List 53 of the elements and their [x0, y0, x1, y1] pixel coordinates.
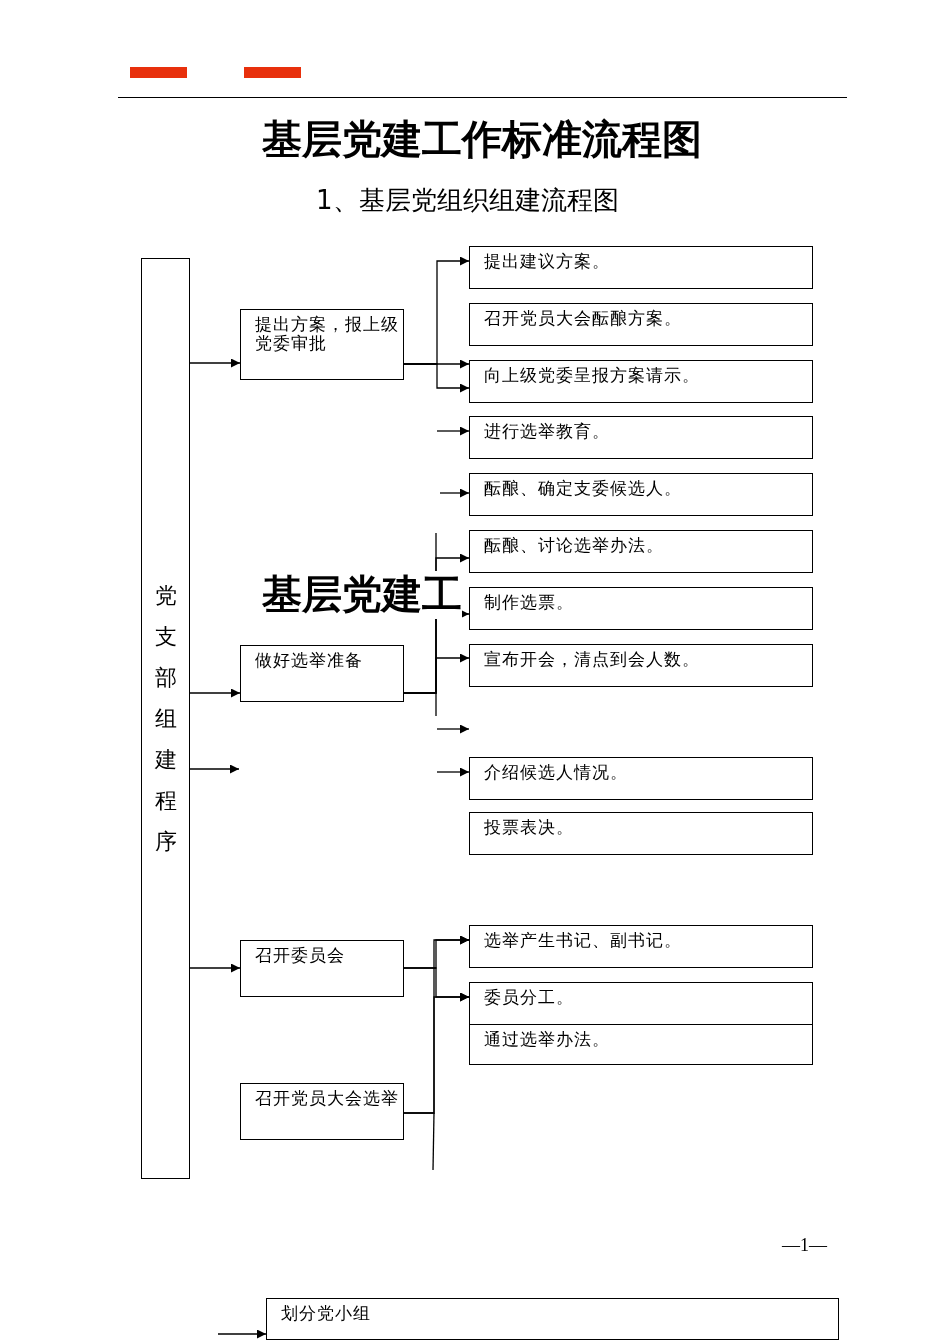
- box-label: 提出方案，报上级党委审批: [255, 315, 400, 353]
- process-box: [469, 416, 813, 459]
- process-box: [469, 303, 813, 346]
- process-box: [141, 258, 190, 1179]
- page-number: —1—: [782, 1234, 827, 1256]
- box-label: 进行选举教育。: [484, 422, 611, 441]
- arrow: [436, 767, 470, 777]
- box-label: 委员分工。: [484, 988, 575, 1007]
- arrow: [217, 1329, 267, 1339]
- box-label: 选举产生书记、副书记。: [484, 931, 683, 950]
- title: 基层党建工作标准流程图: [262, 116, 702, 164]
- process-box: [469, 982, 813, 1025]
- process-box: [266, 1298, 839, 1340]
- arrow: [403, 363, 470, 393]
- arrow: [439, 488, 470, 498]
- overlapping-title: 基层党建工: [262, 571, 462, 619]
- arrow: [189, 688, 241, 698]
- box-label: 酝酿、确定支委候选人。: [484, 479, 683, 498]
- box-label: 通过选举办法。: [484, 1030, 611, 1049]
- process-box: [469, 644, 813, 687]
- box-label: 党支部组建程序: [154, 582, 177, 856]
- process-box: [240, 645, 404, 702]
- box-label: 做好选举准备: [255, 651, 364, 670]
- box-label: 宣布开会，清点到会人数。: [484, 650, 701, 669]
- arrow: [189, 358, 241, 368]
- box-label: 召开党员大会酝酿方案。: [484, 309, 683, 328]
- process-box: [469, 812, 813, 855]
- box-label: 召开党员大会选举: [255, 1089, 400, 1108]
- box-label: 酝酿、讨论选举办法。: [484, 536, 665, 555]
- subtitle: 1、基层党组织组建流程图: [316, 184, 619, 217]
- process-box: [469, 246, 813, 289]
- arrow: [189, 764, 240, 774]
- box-label: 制作选票。: [484, 593, 575, 612]
- box-label: 划分党小组: [281, 1304, 372, 1323]
- process-box: [469, 360, 813, 403]
- process-box: [240, 940, 404, 997]
- process-box: [469, 530, 813, 573]
- process-box: [240, 1083, 404, 1140]
- box-label: 向上级党委呈报方案请示。: [484, 366, 701, 385]
- process-box: [469, 925, 813, 968]
- arrow: [403, 992, 470, 1114]
- box-label: 召开委员会: [255, 946, 346, 965]
- process-box: [469, 473, 813, 516]
- process-box: [469, 587, 813, 630]
- process-box: [469, 1024, 813, 1065]
- arrow: [189, 963, 241, 973]
- box-label: 介绍候选人情况。: [484, 763, 629, 782]
- process-box: [469, 757, 813, 800]
- arrow: [403, 653, 470, 694]
- box-label: 投票表决。: [484, 818, 575, 837]
- arrow: [436, 426, 470, 436]
- box-label: 提出建议方案。: [484, 252, 611, 271]
- process-box: [240, 309, 404, 380]
